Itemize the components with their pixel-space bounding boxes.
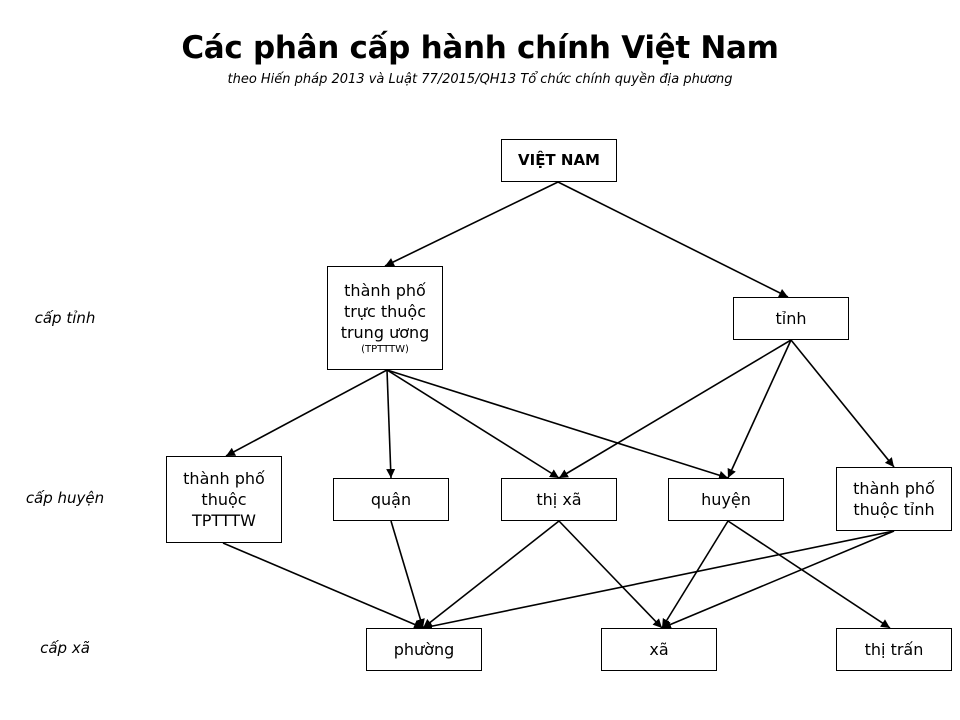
node-tp-thuoc-tptttw-line3: TPTTTW xyxy=(192,511,256,530)
edge-tinh-to-tp_thuoc_tinh xyxy=(790,339,895,468)
node-huyen: huyện xyxy=(668,478,784,521)
node-tp-thuoc-tptttw-line2: thuộc xyxy=(201,490,247,509)
node-phuong: phường xyxy=(366,628,482,671)
node-tinh-label: tỉnh xyxy=(775,309,807,328)
node-tptttw-line3: trung ương xyxy=(340,322,430,342)
node-phuong-label: phường xyxy=(393,640,455,659)
node-tp-thuoc-tptttw-line1: thành phố xyxy=(183,469,265,488)
node-quan-label: quận xyxy=(370,490,412,509)
edge-tptttw-to-tp_thuoc_tptttw xyxy=(225,369,388,457)
edge-thi_xa-to-xa xyxy=(558,520,663,629)
edge-tinh-to-huyen xyxy=(727,339,792,479)
node-tptttw-line1: thành phố xyxy=(344,280,426,300)
edge-tptttw-to-thi_xa xyxy=(386,369,560,479)
edge-quan-to-phuong xyxy=(390,520,425,629)
edge-thi_xa-to-phuong xyxy=(422,520,560,629)
edge-tp_thuoc_tinh-to-phuong xyxy=(422,530,895,631)
node-xa: xã xyxy=(601,628,717,671)
node-tp-thuoc-tinh-line2: thuộc tỉnh xyxy=(853,500,935,519)
edge-tp_thuoc_tptttw-to-phuong xyxy=(222,542,424,629)
level-label-district: cấp huyện xyxy=(25,489,105,507)
diagram-subtitle: theo Hiến pháp 2013 và Luật 77/2015/QH13… xyxy=(227,72,733,87)
node-xa-label: xã xyxy=(649,640,669,659)
level-label-commune: cấp xã xyxy=(40,639,90,657)
edge-tinh-to-thi_xa xyxy=(558,339,792,479)
node-thi-xa: thị xã xyxy=(501,478,617,521)
node-quan: quận xyxy=(333,478,449,521)
node-vietnam: VIỆT NAM xyxy=(501,139,617,182)
node-thi-tran: thị trấn xyxy=(836,628,952,671)
node-tp-thuoc-tinh: thành phố thuộc tỉnh xyxy=(836,467,952,531)
node-thi-tran-label: thị trấn xyxy=(864,640,924,659)
edge-huyen-to-xa xyxy=(661,520,729,629)
edge-vietnam-to-tptttw xyxy=(384,181,559,267)
edge-huyen-to-thi_tran xyxy=(727,520,891,629)
node-tinh: tỉnh xyxy=(733,297,849,340)
edge-tptttw-to-huyen xyxy=(386,369,729,480)
node-tp-thuoc-tinh-line1: thành phố xyxy=(853,479,935,498)
node-huyen-label: huyện xyxy=(701,490,751,509)
node-tptttw: thành phố trực thuộc trung ương (TPTTTW) xyxy=(327,266,443,370)
level-label-province: cấp tỉnh xyxy=(34,309,96,327)
node-tptttw-abbr: (TPTTTW) xyxy=(361,343,409,355)
edge-vietnam-to-tinh xyxy=(557,181,789,298)
edge-tp_thuoc_tinh-to-xa xyxy=(661,530,895,629)
node-thi-xa-label: thị xã xyxy=(536,490,582,509)
edge-tptttw-to-quan xyxy=(386,369,396,479)
diagram-title: Các phân cấp hành chính Việt Nam xyxy=(181,30,779,66)
node-tptttw-line2: trực thuộc xyxy=(343,301,426,321)
node-vietnam-label: VIỆT NAM xyxy=(518,151,600,169)
node-tp-thuoc-tptttw: thành phố thuộc TPTTTW xyxy=(166,456,282,543)
